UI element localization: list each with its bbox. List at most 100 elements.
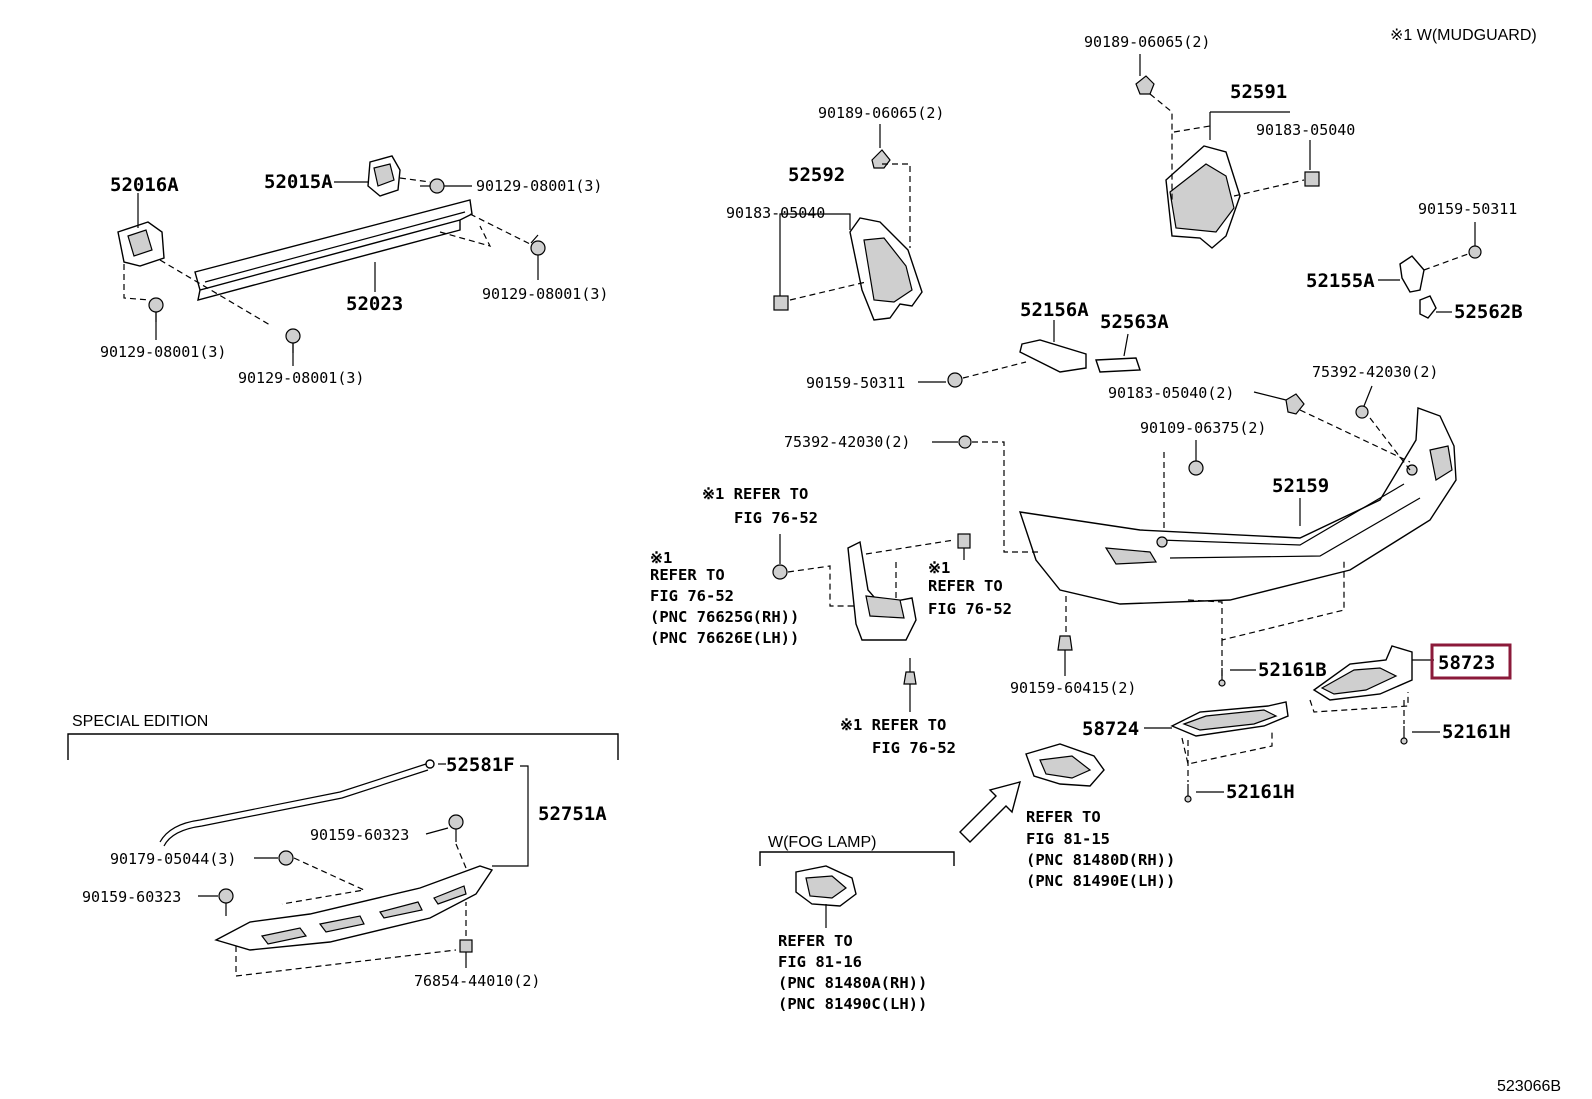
label-52563A: 52563A: [1100, 311, 1169, 333]
label-90189-06065-b: 90189-06065(2): [1084, 33, 1210, 51]
ref-mud-bottom-2: FIG 76-52: [872, 739, 956, 757]
fog-lamp-right-group: [959, 743, 1105, 843]
bolt-icon: [903, 671, 917, 685]
clip-icon: [1285, 393, 1305, 415]
retainer-group: [918, 222, 1482, 388]
label-52581F: 52581F: [446, 754, 515, 776]
section-title-special-edition: SPECIAL EDITION: [72, 713, 208, 730]
label-52156A: 52156A: [1020, 299, 1089, 321]
ref-fog-right-1: REFER TO: [1026, 808, 1101, 826]
label-75392-42030-a: 75392-42030(2): [784, 433, 910, 451]
ref-mud-right-1: ※1: [928, 559, 950, 577]
ref-mud-left-1: ※1: [650, 549, 672, 567]
bolt-icon: [958, 435, 972, 449]
label-52751A: 52751A: [538, 803, 607, 825]
bolt-icon: [947, 372, 963, 388]
section-title-fog-lamp: W(FOG LAMP): [768, 834, 876, 851]
label-76854-44010: 76854-44010(2): [414, 972, 540, 990]
diagram-code: 523066B: [1497, 1078, 1561, 1095]
ref-mud-top-1: ※1 REFER TO: [702, 485, 808, 503]
bumper-cover[interactable]: [1018, 407, 1457, 605]
ref-fog-right-3: (PNC 81480D(RH)): [1026, 851, 1175, 869]
label-90189-06065-a: 90189-06065(2): [818, 104, 944, 122]
ref-mud-left-4: (PNC 76625G(RH)): [650, 608, 799, 626]
clip-icon: [957, 533, 971, 549]
label-52023: 52023: [346, 293, 403, 315]
ref-fog-left-2: FIG 81-16: [778, 953, 862, 971]
ref-fog-right-2: FIG 81-15: [1026, 830, 1110, 848]
label-58723[interactable]: 58723: [1438, 652, 1495, 674]
label-90159-60415: 90159-60415(2): [1010, 679, 1136, 697]
ref-fog-left-3: (PNC 81480A(RH)): [778, 974, 927, 992]
ref-mud-right-2: REFER TO: [928, 577, 1003, 595]
label-52016A: 52016A: [110, 174, 179, 196]
clip-icon: [773, 295, 789, 311]
garnish-panel[interactable]: [214, 865, 494, 951]
bumper-cover-group: [932, 385, 1457, 676]
label-58724: 58724: [1082, 718, 1139, 740]
mudguard-note: ※1 W(MUDGUARD): [1390, 27, 1537, 44]
mudguard[interactable]: [847, 540, 917, 641]
reinforcement-beam[interactable]: [194, 199, 473, 301]
label-90129-08001-b: 90129-08001(3): [482, 285, 608, 303]
side-bracket-right-group: [1135, 54, 1320, 249]
screw-icon: [1218, 668, 1226, 687]
mudguard-group: [772, 533, 971, 712]
retainer-52562B[interactable]: [1419, 295, 1437, 319]
reinforcement-beam-group: [117, 155, 546, 366]
retainer-52563A[interactable]: [1095, 357, 1141, 373]
retainer-52156A[interactable]: [1019, 339, 1087, 373]
ref-fog-left-1: REFER TO: [778, 932, 853, 950]
label-52161H-a: 52161H: [1442, 721, 1511, 743]
label-52159: 52159: [1272, 475, 1329, 497]
bolt-icon: [218, 888, 234, 916]
label-52155A: 52155A: [1306, 270, 1375, 292]
clip-icon: [1304, 171, 1320, 187]
bolt-icon: [530, 234, 546, 256]
label-90159-50311-b: 90159-50311: [1418, 200, 1517, 218]
bolt-icon: [1355, 405, 1369, 419]
ref-fog-left-4: (PNC 81490C(LH)): [778, 995, 927, 1013]
label-90183-05040-a: 90183-05040: [726, 204, 825, 222]
ref-mud-left-5: (PNC 76626E(LH)): [650, 629, 799, 647]
fog-lamp-arrow: [959, 781, 1021, 843]
ref-mud-bottom-1: ※1 REFER TO: [840, 716, 946, 734]
bolt-icon: [1468, 245, 1482, 259]
clip-icon: [1135, 75, 1155, 95]
molding-strip[interactable]: [159, 761, 435, 843]
label-52015A: 52015A: [264, 171, 333, 193]
ref-mud-right-3: FIG 76-52: [928, 600, 1012, 618]
bolt-icon: [1057, 635, 1073, 651]
clip-icon: [278, 850, 294, 866]
label-90129-08001-c: 90129-08001(3): [100, 343, 226, 361]
clip-icon: [459, 939, 473, 953]
label-90183-05040-b: 90183-05040: [1256, 121, 1355, 139]
label-90159-50311-a: 90159-50311: [806, 374, 905, 392]
bolt-icon: [448, 814, 464, 842]
label-75392-42030-b: 75392-42030(2): [1312, 363, 1438, 381]
label-90183-05040-2: 90183-05040(2): [1108, 384, 1234, 402]
retainer-52155A[interactable]: [1399, 255, 1425, 293]
splash-shield-group: [1144, 645, 1440, 803]
label-90109-06375: 90109-06375(2): [1140, 419, 1266, 437]
label-52592: 52592: [788, 164, 845, 186]
label-52591: 52591: [1230, 81, 1287, 103]
ref-mud-top-2: FIG 76-52: [734, 509, 818, 527]
label-52161B: 52161B: [1258, 659, 1327, 681]
special-edition-section: [67, 733, 619, 977]
side-bracket-left-group: [773, 124, 923, 321]
label-90129-08001-d: 90129-08001(3): [238, 369, 364, 387]
ref-mud-left-3: FIG 76-52: [650, 587, 734, 605]
screw-icon: [1400, 726, 1408, 745]
highlight-box-58723[interactable]: [1430, 643, 1512, 680]
ref-mud-left-2: REFER TO: [650, 566, 725, 584]
label-52161H-b: 52161H: [1226, 781, 1295, 803]
fog-lamp-section: [759, 851, 955, 928]
label-90129-08001-a: 90129-08001(3): [476, 177, 602, 195]
bolt-icon: [1188, 460, 1204, 476]
label-52562B: 52562B: [1454, 301, 1523, 323]
clip-icon: [871, 149, 891, 169]
screw-icon: [1184, 784, 1192, 803]
ref-fog-right-4: (PNC 81490E(LH)): [1026, 872, 1175, 890]
